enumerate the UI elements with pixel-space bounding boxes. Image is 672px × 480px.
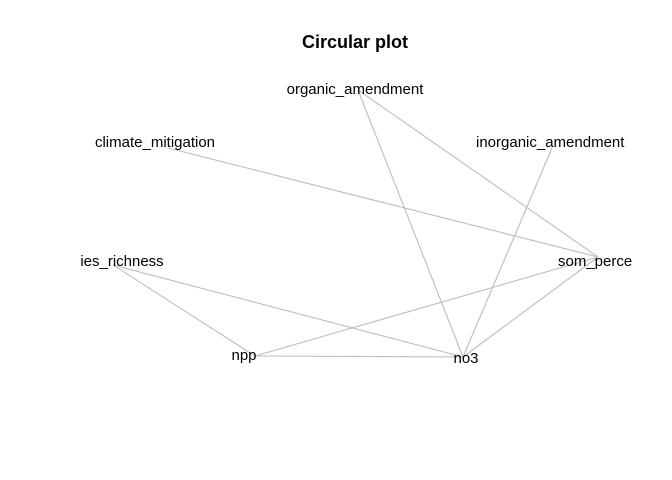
node-label-no3: no3 xyxy=(453,350,478,367)
edge-species_richness-npp xyxy=(112,264,256,357)
edges-layer xyxy=(112,89,599,358)
node-label-npp: npp xyxy=(231,347,256,364)
edge-inorganic_amendment-no3 xyxy=(462,147,553,358)
edge-npp-no3 xyxy=(254,355,464,358)
edge-som_percent-no3 xyxy=(462,256,599,358)
node-label-inorganic_amendment: inorganic_amendment xyxy=(476,134,625,151)
edge-species_richness-no3 xyxy=(112,264,464,358)
edge-climate_mitigation-som_percent xyxy=(167,147,599,258)
node-label-som_percent: som_perce xyxy=(558,253,632,270)
node-label-climate_mitigation: climate_mitigation xyxy=(95,134,215,151)
node-label-species_richness: ies_richness xyxy=(80,253,163,270)
node-label-organic_amendment: organic_amendment xyxy=(287,81,425,98)
edge-organic_amendment-no3 xyxy=(357,89,464,358)
labels-layer: organic_amendment inorganic_amendment som_… xyxy=(80,81,632,367)
chart-title: Circular plot xyxy=(302,32,408,52)
edge-organic_amendment-som_percent xyxy=(357,89,599,258)
edge-som_percent-npp xyxy=(254,256,599,357)
